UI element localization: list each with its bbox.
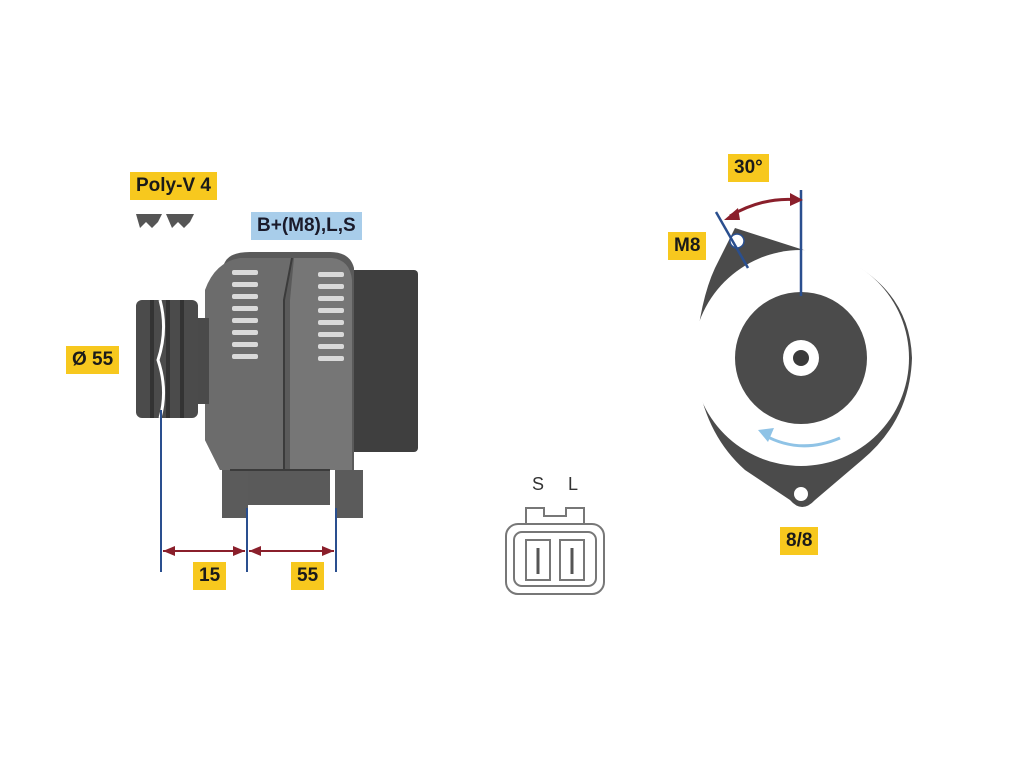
mount-bolt-label: M8 [668, 232, 707, 260]
poly-v-profile-icon [136, 214, 194, 228]
pulley-diameter-label: Ø 55 [66, 346, 120, 374]
dim-right-label: 55 [291, 562, 325, 590]
pulley [136, 299, 198, 419]
poly-v-label: Poly-V 4 [130, 172, 217, 200]
alternator-side-view [136, 252, 418, 518]
dim-left-label: 15 [193, 562, 227, 590]
angle-label: 30° [728, 154, 769, 182]
plug-pin-s-label: S [532, 474, 545, 494]
bottom-bolt-label: 8/8 [780, 527, 819, 555]
dimension-lines [160, 410, 337, 572]
connector-plug [505, 507, 605, 595]
connection-label: B+(M8),L,S [251, 212, 362, 240]
plug-pin-l-label: L [568, 474, 579, 494]
alternator-front-view [693, 190, 912, 507]
